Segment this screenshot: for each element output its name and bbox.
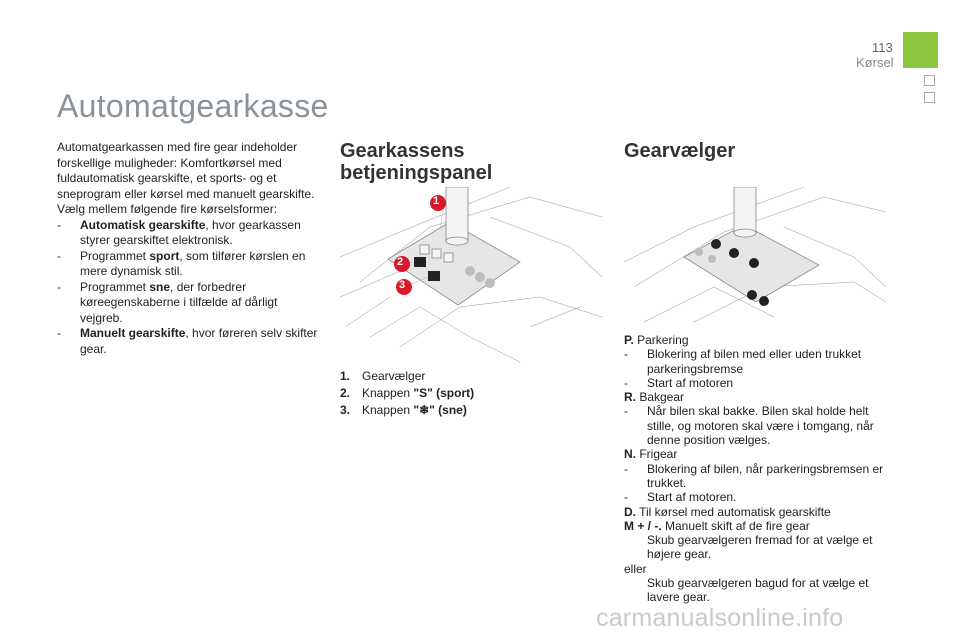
gear-panel-drawing [339,186,603,363]
chapter-tab-marker [924,75,935,86]
chapter-tab-marker [924,92,935,103]
list-item: N. Frigear [624,447,678,462]
callout-2-label: 2 [397,256,404,268]
list-item: -Automatisk gearskifte, hvor gearkassen … [57,217,301,248]
intro-lead: Vælg mellem følgende fire kørselsformer: [57,202,278,216]
callout-3 [396,279,412,295]
selector-description: P. Parkering -Blokering af bilen med ell… [624,333,886,605]
list-item: D. Til kørsel med automatisk gearskifte [624,504,831,519]
list-item: -Blokering af bilen, når parkeringsbrems… [624,461,884,490]
mode-list: -Automatisk gearskifte, hvor gearkassen … [57,218,319,358]
list-item: -Når bilen skal bakke. Bilen skal holde … [624,404,874,448]
gear-selector-illustration [623,186,887,325]
sport-button-shape [414,257,426,267]
section-name: Kørsel [856,55,894,70]
list-item: -Manuelt gearskifte, hvor føreren selv s… [57,326,318,356]
callout-1-label: 1 [433,195,440,207]
list-item: eller [624,561,647,576]
page-title: Automatgearkasse [57,88,329,124]
list-item: -Start af motoren. [624,490,737,505]
callout-2 [394,256,410,272]
selector-heading: Gearvælger [624,140,736,162]
intro-paragraph: Automatgearkassen med fire gear indehold… [57,140,315,201]
callout-1 [430,195,446,211]
panel-legend: 1.Gearvælger 2.Knappen "S" (sport) 3.Kna… [340,368,474,419]
legend-item: 1.Gearvælger [340,369,426,383]
intro-column: Automatgearkassen med fire gear indehold… [57,140,319,357]
list-item: -Start af motoren [624,375,734,390]
list-item: Skub gearvælgeren bagud for at vælge et … [647,576,869,605]
list-item: -Blokering af bilen med eller uden trukk… [624,347,862,376]
legend-item: 3.Knappen "❄" (sne) [340,403,467,417]
list-item: M + / -. Manuelt skift af de fire gear [624,518,810,533]
snow-button-shape [428,271,440,281]
list-item: -Programmet sport, som tilfører kørslen … [57,248,306,279]
list-item: Skub gearvælgeren fremad for at vælge et… [647,533,873,562]
list-item: -Programmet sne, der forbedrer køreegens… [57,279,278,325]
gear-panel-illustration: 1 2 3 [339,186,603,363]
page-number: 113 [872,40,893,55]
list-item: R. Bakgear [624,390,685,405]
gear-selector-drawing [623,186,887,323]
list-item: P. Parkering [624,333,689,347]
chapter-tab [903,32,938,68]
callout-3-label: 3 [399,279,406,291]
watermark: carmanualsonline.info [596,604,844,632]
legend-item: 2.Knappen "S" (sport) [340,386,475,400]
